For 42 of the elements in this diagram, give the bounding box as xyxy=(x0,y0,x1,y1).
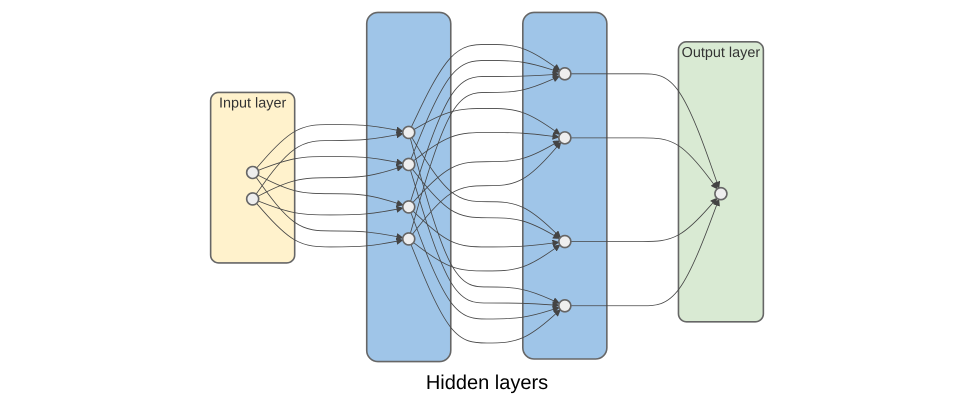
arrow xyxy=(410,244,561,344)
arrow xyxy=(256,124,404,168)
arrow xyxy=(258,156,404,171)
arrow xyxy=(412,140,560,203)
node-circle xyxy=(402,232,416,246)
arrow xyxy=(410,170,560,308)
cluster xyxy=(366,12,452,362)
node-circle xyxy=(402,200,416,214)
arrow xyxy=(413,242,560,272)
arrow xyxy=(410,212,560,320)
arrow xyxy=(414,108,560,135)
cluster xyxy=(522,12,608,360)
arrow xyxy=(570,199,720,306)
arrow xyxy=(410,76,560,234)
arrow xyxy=(258,200,404,216)
node-circle xyxy=(558,67,572,81)
arrow xyxy=(570,73,720,188)
arrow xyxy=(256,203,404,248)
node-circle xyxy=(714,186,728,200)
arrow xyxy=(256,176,404,240)
node-circle xyxy=(402,158,416,172)
arrow xyxy=(410,138,560,304)
cluster: Input layer xyxy=(210,92,296,264)
arrow xyxy=(570,198,718,242)
arrow xyxy=(410,44,560,128)
layer-caption: Hidden layers xyxy=(426,372,548,395)
arrow xyxy=(258,174,404,207)
node-circle xyxy=(402,126,416,140)
arrow xyxy=(570,137,718,190)
arrow xyxy=(412,168,560,239)
arrow xyxy=(256,131,404,194)
arrow xyxy=(412,210,560,248)
node-circle xyxy=(558,298,572,313)
node-circle xyxy=(558,131,572,145)
arrow xyxy=(410,60,560,160)
arrow xyxy=(413,132,560,162)
cluster: Output layer xyxy=(678,41,764,323)
arrow xyxy=(410,71,560,202)
node-circle xyxy=(246,192,260,206)
arrow xyxy=(258,164,404,197)
node-circle xyxy=(558,234,572,248)
node-circle xyxy=(246,166,260,180)
